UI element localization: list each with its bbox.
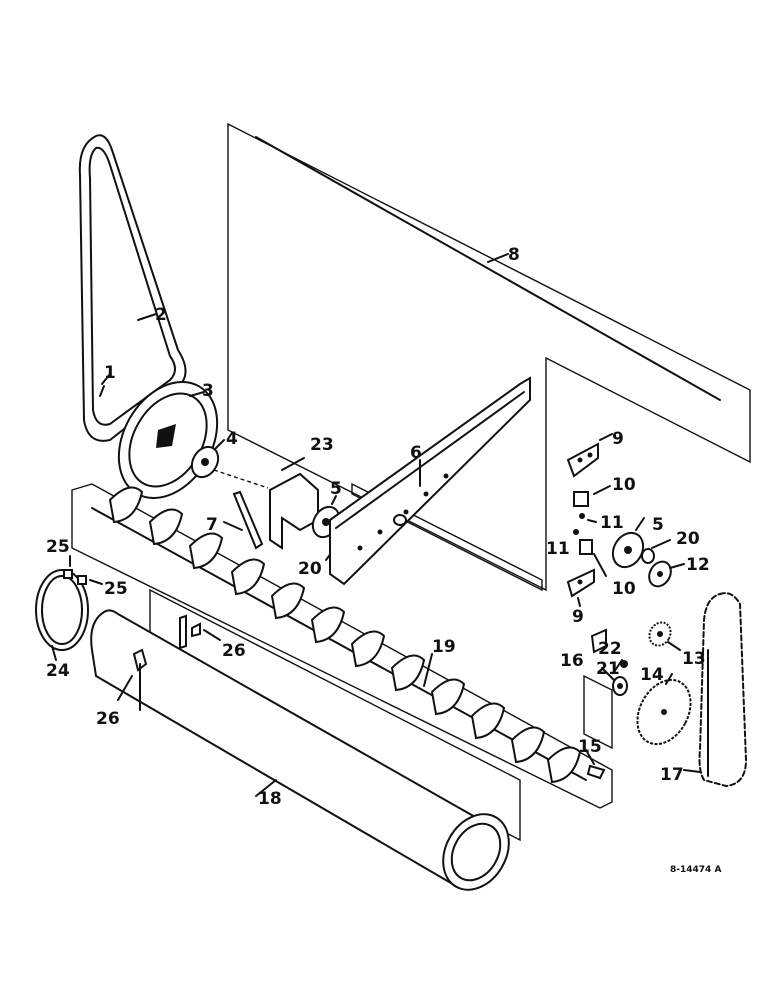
callout-2: 2	[155, 305, 167, 325]
callout-19: 19	[432, 637, 456, 657]
part-24-band-clamp	[35, 569, 89, 661]
callout-4: 4	[226, 429, 238, 449]
part-9-upper-bracket	[566, 433, 613, 478]
callout-20-right: 20	[676, 529, 700, 549]
callout-3: 3	[202, 381, 214, 401]
callout-8: 8	[508, 245, 520, 265]
part-11-pins	[573, 513, 597, 535]
callout-23: 23	[310, 435, 334, 455]
callout-17: 17	[660, 765, 684, 785]
part-18-tube	[90, 588, 521, 891]
part-23-bracket	[269, 457, 319, 550]
callout-25-b: 25	[104, 579, 128, 599]
callout-5-right: 5	[652, 515, 664, 535]
callout-11-b: 11	[546, 539, 570, 559]
part-19-auger	[71, 483, 613, 809]
part-16-hub-assembly	[583, 628, 628, 750]
callout-labels: 1 2 3 4 5 5 6 7 8 9 9 10 10 11 11 12 13 …	[46, 245, 710, 809]
part-14-large-sprocket	[636, 673, 692, 746]
callout-6: 6	[410, 443, 422, 463]
part-25-clips	[63, 555, 103, 585]
callout-25-a: 25	[46, 537, 70, 557]
part-10-lower-block	[579, 539, 607, 577]
part-15-key	[585, 749, 606, 780]
part-20-right-collar	[641, 539, 671, 564]
callout-12: 12	[686, 555, 710, 575]
callout-26-b: 26	[96, 709, 120, 729]
callout-1: 1	[104, 363, 116, 383]
part-7-support	[223, 490, 264, 550]
callout-16: 16	[560, 651, 584, 671]
part-1-key	[101, 373, 111, 385]
part-26-brackets	[117, 614, 221, 711]
part-9-lower-bracket	[566, 568, 595, 607]
callout-20-left: 20	[298, 559, 322, 579]
callout-13: 13	[682, 649, 706, 669]
part-6-channel	[329, 376, 543, 592]
callout-11-a: 11	[600, 513, 624, 533]
callout-24: 24	[46, 661, 70, 681]
part-4-bearing	[190, 439, 269, 489]
callout-5-left: 5	[330, 479, 342, 499]
callout-10-upper: 10	[612, 475, 636, 495]
callout-9-upper: 9	[612, 429, 624, 449]
part-8-shaft	[227, 122, 751, 592]
callout-21: 21	[596, 659, 620, 679]
callout-26-a: 26	[222, 641, 246, 661]
part-12-hub	[648, 560, 685, 588]
callout-15: 15	[578, 737, 602, 757]
callout-22: 22	[598, 639, 622, 659]
callout-9-lower: 9	[572, 607, 584, 627]
callout-7: 7	[206, 515, 218, 535]
part-13-sprocket	[648, 621, 681, 651]
callout-10-lower: 10	[612, 579, 636, 599]
part-17-chain	[683, 592, 747, 787]
part-10-upper-block	[573, 485, 611, 507]
part-5-right-flange	[611, 517, 645, 569]
callout-18: 18	[258, 789, 282, 809]
drawing-number: 8-14474 A	[670, 865, 721, 875]
callout-14: 14	[640, 665, 664, 685]
